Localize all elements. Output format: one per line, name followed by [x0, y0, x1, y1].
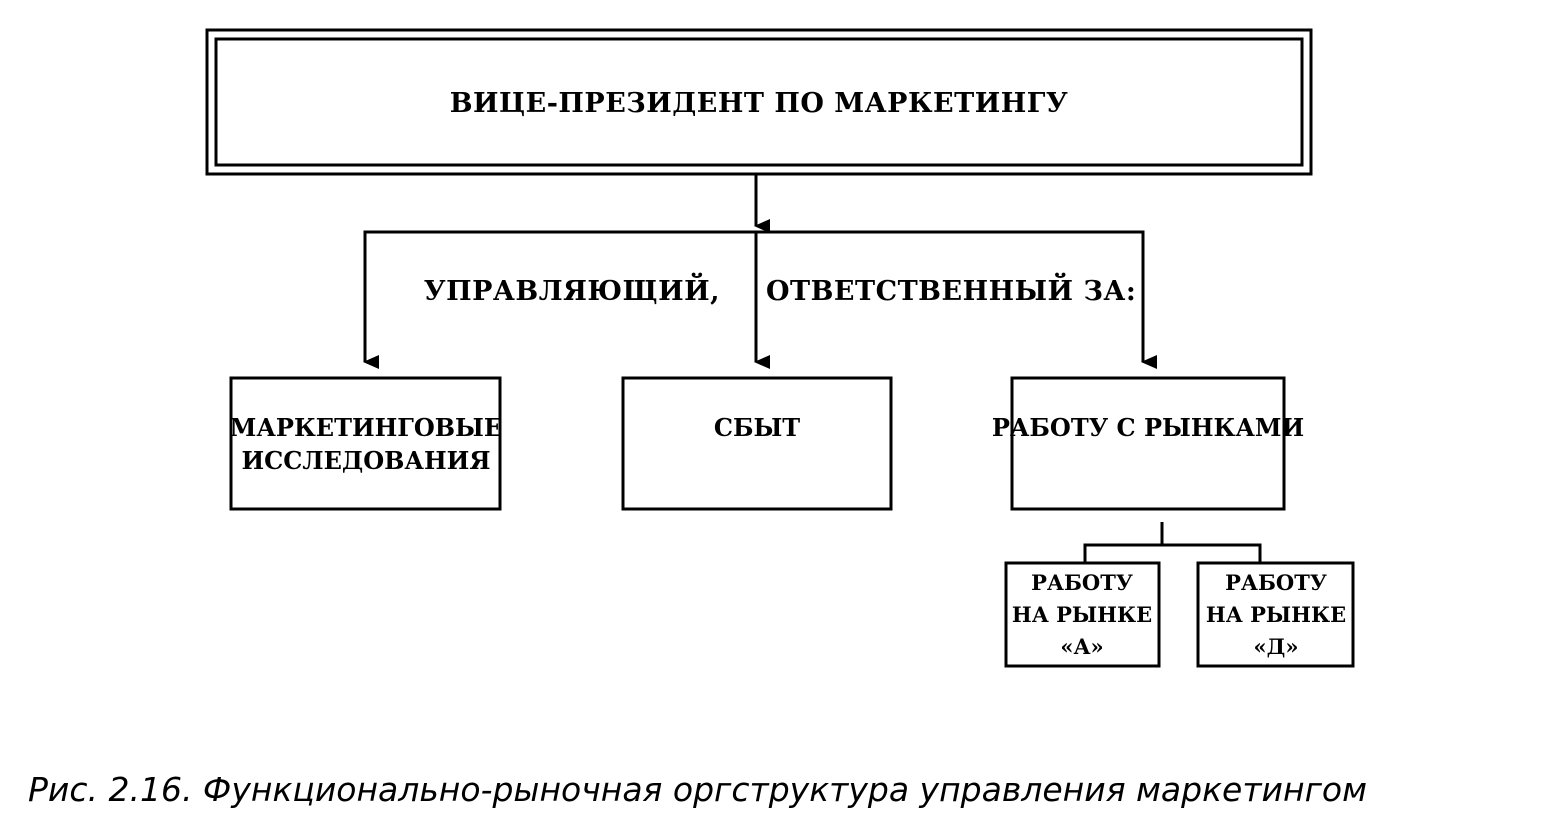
sub-connectors	[1083, 522, 1262, 563]
subunit-box-market-a: РАБОТУ НА РЫНКЕ «А»	[1004, 561, 1161, 668]
vp-marketing-title: ВИЦЕ-ПРЕЗИДЕНТ ПО МАРКЕТИНГУ	[450, 88, 1069, 119]
research-label-line2: ИССЛЕДОВАНИЯ	[242, 446, 491, 475]
subunit-box-market-d: РАБОТУ НА РЫНКЕ «Д»	[1196, 561, 1355, 668]
top-connectors	[363, 174, 1157, 369]
connector-label-right: ОТВЕТСТВЕННЫЙ ЗА:	[766, 272, 1136, 307]
market-d-line3: «Д»	[1254, 634, 1299, 659]
markets-label: РАБОТУ С РЫНКАМИ	[992, 413, 1304, 442]
department-box-sales: СБЫТ	[621, 376, 893, 511]
research-label-line1: МАРКЕТИНГОВЫЕ	[230, 413, 502, 442]
horizontal-bus-line	[363, 230, 1145, 362]
market-d-line1: РАБОТУ	[1225, 570, 1327, 595]
market-a-line3: «А»	[1060, 634, 1103, 659]
sub-bus-line	[1083, 543, 1262, 563]
market-a-line2: НА РЫНКЕ	[1012, 602, 1152, 627]
figure-caption: Рис. 2.16. Функционально-рыночная оргстр…	[28, 770, 1367, 809]
connector-label-left: УПРАВЛЯЮЩИЙ,	[424, 272, 720, 307]
sales-label: СБЫТ	[714, 413, 800, 442]
vp-marketing-box: ВИЦЕ-ПРЕЗИДЕНТ ПО МАРКЕТИНГУ	[205, 28, 1313, 176]
market-a-line1: РАБОТУ	[1031, 570, 1133, 595]
department-box-research: МАРКЕТИНГОВЫЕ ИССЛЕДОВАНИЯ	[229, 376, 502, 511]
market-d-line2: НА РЫНКЕ	[1206, 602, 1346, 627]
department-box-markets: РАБОТУ С РЫНКАМИ	[992, 376, 1304, 511]
